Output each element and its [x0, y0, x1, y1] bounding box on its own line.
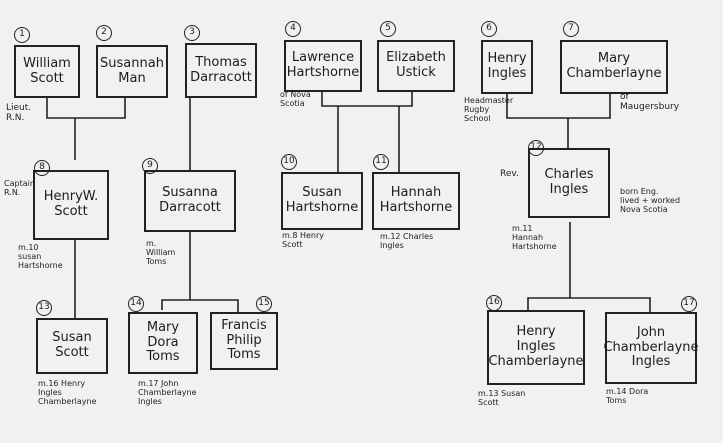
person-box-susanna-darracott: Susanna Darracott — [144, 170, 236, 232]
connector-hartshorne-ustick — [321, 92, 413, 107]
person-box-william-scott: William Scott — [14, 45, 80, 98]
connector-ingles-chamberlayne — [506, 94, 611, 119]
person-box-henry-ingles: Henry Ingles — [481, 40, 533, 94]
person-name: Henry Ingles Chamberlayne — [488, 324, 584, 369]
note-married-henry-ingles-chamberlayne: m.16 Henry Ingles Chamberlayne — [38, 379, 97, 406]
person-name: Susanna Darracott — [159, 185, 221, 215]
note-born-england: born Eng. lived + worked Nova Scotia — [620, 187, 681, 214]
person-name: Hannah Hartshorne — [379, 185, 453, 215]
person-box-susannah-man: Susannah Man — [96, 45, 168, 98]
person-name: Susan Hartshorne — [285, 185, 359, 215]
person-name: Thomas Darracott — [190, 54, 252, 85]
person-number-badge: 8 — [34, 160, 50, 176]
person-name: John Chamberlayne Ingles — [603, 324, 699, 370]
person-number-badge: 2 — [96, 25, 112, 41]
person-number-badge: 5 — [380, 21, 396, 37]
note-of-maugersbury: of Maugersbury — [620, 92, 680, 112]
note-rev: Rev. — [500, 169, 519, 179]
note-married-william-toms: m. William Toms — [146, 239, 176, 266]
note-married-susan-hartshorne: m.10 susan Hartshorne — [18, 243, 63, 270]
person-number-badge: 15 — [256, 296, 272, 312]
person-name: Henry Ingles — [487, 51, 527, 81]
note-married-john-chamberlayne-ingles: m.17 John Chamberlayne Ingles — [138, 379, 197, 406]
person-box-mary-chamberlayne: Mary Chamberlayne — [560, 40, 668, 94]
note-married-dora-toms: m.14 Dora Toms — [606, 387, 649, 405]
person-box-thomas-darracott: Thomas Darracott — [185, 43, 257, 98]
note-lieut-rn: Lieut. R.N. — [6, 103, 32, 123]
person-number-badge: 6 — [481, 21, 497, 37]
person-number-badge: 13 — [36, 300, 52, 316]
person-box-francis-philip-toms: Francis Philip Toms — [210, 312, 278, 370]
person-number-badge: 10 — [281, 154, 297, 170]
person-name: Mary Chamberlayne — [566, 51, 662, 81]
person-name: Lawrence Hartshorne — [286, 50, 360, 80]
note-of-nova-scotia: of Nova Scotia — [280, 90, 311, 108]
person-box-mary-dora-toms: Mary Dora Toms — [128, 312, 198, 374]
person-number-badge: 3 — [184, 25, 200, 41]
person-box-charles-ingles: Charles Ingles — [528, 148, 610, 218]
person-name: Susan Scott — [52, 330, 92, 360]
connector-scott-man — [46, 98, 126, 119]
person-number-badge: 16 — [486, 295, 502, 311]
person-box-lawrence-hartshorne: Lawrence Hartshorne — [284, 40, 362, 92]
note-headmaster: Headmaster Rugby School — [464, 96, 514, 123]
person-name: Charles Ingles — [544, 167, 594, 197]
person-number-badge: 9 — [142, 158, 158, 174]
person-name: Mary Dora Toms — [146, 319, 180, 365]
person-box-susan-scott: Susan Scott — [36, 318, 108, 374]
note-married-charles-ingles: m.12 Charles Ingles — [380, 232, 434, 250]
person-number-badge: 14 — [128, 296, 144, 312]
note-captain-rn: Captain R.N. — [4, 179, 35, 197]
person-box-susan-hartshorne: Susan Hartshorne — [281, 172, 363, 230]
person-box-hannah-hartshorne: Hannah Hartshorne — [372, 172, 460, 230]
person-number-badge: 7 — [563, 21, 579, 37]
person-name: Elizabeth Ustick — [386, 50, 446, 80]
person-number-badge: 1 — [14, 27, 30, 43]
connector-ingles-children — [527, 222, 651, 312]
note-married-hannah-hartshorne: m.11 Hannah Hartshorne — [512, 224, 557, 251]
person-number-badge: 11 — [373, 154, 389, 170]
person-number-badge: 4 — [285, 21, 301, 37]
person-number-badge: 17 — [681, 296, 697, 312]
person-name: Susannah Man — [100, 55, 164, 86]
person-box-henry-w-scott: HenryW. Scott — [33, 170, 109, 240]
person-name: Francis Philip Toms — [221, 317, 267, 363]
person-number-badge: 12 — [528, 140, 544, 156]
note-married-henry-scott: m.8 Henry Scott — [282, 231, 324, 249]
person-box-john-chamberlayne-ingles: John Chamberlayne Ingles — [603, 312, 699, 384]
connector-toms-children — [161, 232, 239, 312]
person-name: William Scott — [23, 55, 71, 86]
person-box-henry-ingles-chamberlayne: Henry Ingles Chamberlayne — [487, 310, 585, 385]
person-box-elizabeth-ustick: Elizabeth Ustick — [377, 40, 455, 92]
note-married-susan-scott: m.13 Susan Scott — [478, 389, 526, 407]
person-name: HenryW. Scott — [43, 189, 99, 219]
